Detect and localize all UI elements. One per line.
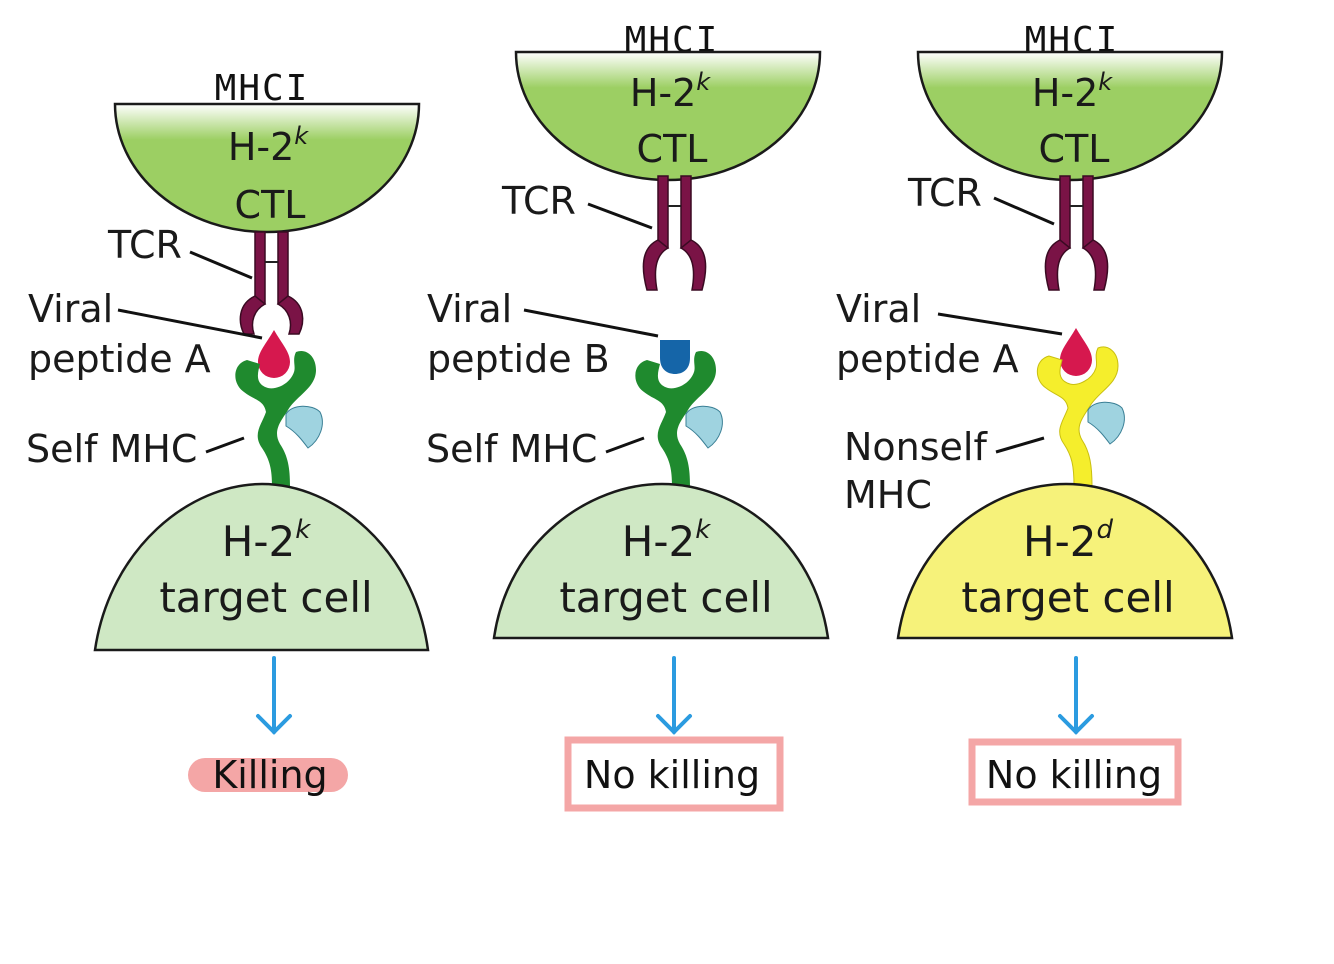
down-arrow-icon: [256, 656, 292, 735]
tcr-label: TCR: [501, 179, 576, 223]
peptide-pointer: [523, 308, 659, 338]
result-label: No killing: [986, 753, 1162, 797]
target-haplotype-label: H-2k: [222, 515, 311, 566]
peptide-label-line2: peptide A: [836, 337, 1019, 381]
peptide-pointer: [937, 312, 1063, 336]
beta2-microglobulin: [1087, 401, 1125, 445]
peptide-label-line1: Viral: [28, 287, 113, 331]
target-cell: [93, 482, 430, 652]
ctl-cell: [514, 50, 822, 182]
target-haplotype-label: H-2k: [622, 515, 711, 566]
peptide-label-line2: peptide A: [28, 337, 211, 381]
tcr-receptor: [1044, 175, 1109, 291]
mhc-pointer: [995, 436, 1045, 454]
panel-3: MHCI H-2k CTL TCR Viral peptide A Nonsel…: [836, 20, 1234, 806]
tcr-pointer: [189, 250, 253, 280]
ctl-cell: [916, 50, 1224, 182]
result-highlight: [188, 758, 348, 792]
result-box: [968, 738, 1182, 806]
viral-peptide-a: [1060, 328, 1092, 376]
tcr-pointer: [993, 196, 1055, 226]
tcr-label: TCR: [907, 171, 982, 215]
down-arrow-icon: [656, 656, 692, 735]
handwritten-mhc-label: MHCI: [215, 68, 310, 109]
target-cell-label: target cell: [961, 573, 1174, 622]
result-label: Killing: [212, 753, 327, 797]
ctl-haplotype-label: H-2k: [1032, 68, 1113, 115]
beta2-microglobulin: [685, 405, 723, 449]
target-cell-label: target cell: [159, 573, 372, 622]
target-cell: [896, 482, 1234, 640]
mhc-pointer: [205, 436, 245, 454]
peptide-label-line1: Viral: [836, 287, 921, 331]
peptide-pointer: [117, 308, 263, 340]
mhc-label-line1: Nonself: [844, 425, 988, 469]
beta2-microglobulin: [285, 405, 323, 449]
down-arrow-icon: [1058, 656, 1094, 735]
tcr-receptor: [642, 175, 707, 291]
peptide-label-line2: peptide B: [427, 337, 610, 381]
result-box: [564, 736, 784, 812]
viral-peptide-a: [258, 330, 290, 378]
target-cell-label: target cell: [559, 573, 772, 622]
panel-1: MHCI H-2k CTL TCR Viral peptide A Self M…: [26, 68, 430, 797]
target-haplotype-label: H-2d: [1023, 515, 1113, 566]
ctl-label: CTL: [637, 127, 708, 171]
ctl-label: CTL: [235, 183, 306, 227]
self-mhc-molecule: [635, 350, 716, 486]
mhc-label-line2: MHC: [844, 473, 932, 517]
result-label: No killing: [584, 753, 760, 797]
self-mhc-molecule: [235, 350, 316, 486]
ctl-haplotype-label: H-2k: [228, 122, 309, 169]
mhc-pointer: [605, 436, 645, 454]
target-cell: [492, 482, 830, 640]
nonself-mhc-molecule: [1036, 346, 1119, 487]
mhc-label: Self MHC: [426, 427, 597, 471]
peptide-label-line1: Viral: [427, 287, 512, 331]
panel-2: MHCI H-2k CTL TCR Viral peptide B Self M…: [426, 20, 830, 812]
tcr-label: TCR: [107, 223, 182, 267]
ctl-haplotype-label: H-2k: [630, 68, 711, 115]
mhc-label: Self MHC: [26, 427, 197, 471]
tcr-receptor: [239, 231, 304, 335]
ctl-cell: [113, 102, 421, 234]
ctl-label: CTL: [1039, 127, 1110, 171]
viral-peptide-b: [660, 340, 690, 374]
tcr-pointer: [587, 202, 653, 230]
